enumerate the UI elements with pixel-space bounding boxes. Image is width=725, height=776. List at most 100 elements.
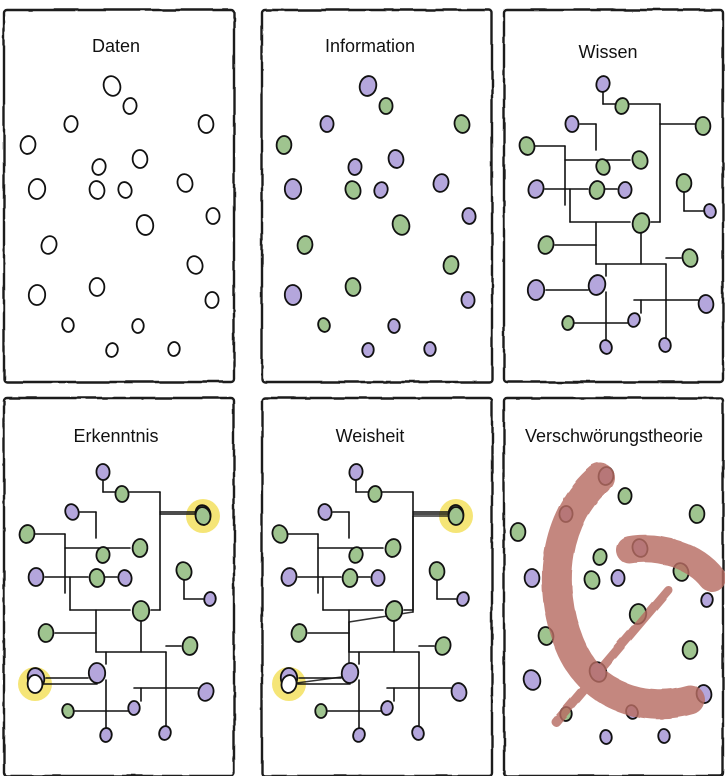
node-circle [352,727,366,743]
node-circle [197,682,215,702]
node-circle [380,700,394,716]
node-circle [688,504,706,524]
node-circle [595,158,611,176]
node-circle [64,503,80,521]
node-circle [204,291,220,309]
node-circle [599,729,613,745]
node-circle [657,728,671,744]
node-circle [317,317,331,333]
node-circle [167,341,181,357]
panel-erkenntnis: Erkenntnis [2,396,236,776]
data-points [275,75,477,358]
node-circle [102,75,122,97]
node-circle [197,114,215,134]
node-circle [411,725,425,741]
node-circle [348,463,364,481]
node-circle [627,312,641,328]
node-circle [631,212,651,234]
node-circle [175,561,193,581]
node-circle [460,291,476,309]
node-circle [205,207,221,225]
node-circle [391,214,411,236]
insight-network [18,463,220,743]
node-circle [522,669,542,691]
node-circle [314,703,328,719]
node-circle [61,703,75,719]
panel-verschwoerung: Verschwörungstheorie [502,396,725,776]
node-circle [592,548,608,566]
panel-title: Information [325,36,415,56]
node-circle [91,158,107,176]
node-circle [135,214,155,236]
node-circle [509,522,527,542]
node-circle [347,158,363,176]
node-circle [341,568,359,588]
node-circle [694,116,712,136]
node-circle [367,485,383,503]
panel-frame [502,8,725,384]
node-circle [595,75,611,93]
node-circle [131,538,149,558]
panel-title: Verschwörungstheorie [525,426,703,446]
node-circle [88,568,106,588]
node-circle [428,561,446,581]
node-circle [588,180,606,200]
node-circle [432,173,450,193]
node-circle [290,623,308,643]
node-circle [19,135,37,155]
node-circle [176,173,194,193]
sickle-hammer-icon [541,463,725,727]
node-circle [283,178,303,200]
node-circle [387,149,405,169]
panel-daten: Daten [2,8,236,384]
node-circle [344,277,362,297]
panel-title: Wissen [578,42,637,62]
node-circle [564,115,580,133]
node-circle [95,546,111,564]
node-circle [27,178,47,200]
node-circle [373,181,389,199]
node-circle [275,135,293,155]
node-circle [27,567,45,587]
node-circle [461,207,477,225]
node-circle [88,180,106,200]
node-circle [26,674,44,694]
node-circle [37,623,55,643]
node-circle [361,342,375,358]
wisdom-network [271,463,473,743]
node-circle [697,294,715,314]
node-circle [317,503,333,521]
node-circle [296,235,314,255]
data-points [19,75,221,358]
node-circle [319,115,335,133]
node-circle [105,342,119,358]
node-circle [518,136,536,156]
node-circle [348,546,364,564]
node-circle [610,569,626,587]
node-circle [599,339,613,355]
panel-title: Erkenntnis [73,426,158,446]
node-circle [117,569,133,587]
node-circle [131,149,149,169]
panel-title: Daten [92,36,140,56]
node-circle [340,662,360,684]
node-circle [658,337,672,353]
node-circle [423,341,437,357]
node-circle [700,592,714,608]
panel-frame [260,396,494,776]
node-circle [703,203,717,219]
panel-frame [2,396,236,776]
node-circle [117,181,133,199]
node-circle [88,277,106,297]
node-circle [384,600,404,622]
node-circle [583,570,601,590]
node-circle [631,150,649,170]
node-circle [442,255,460,275]
node-circle [283,284,303,306]
node-circle [456,591,470,607]
node-circle [681,640,699,660]
node-circle [63,115,79,133]
node-circle [344,180,362,200]
node-circle [453,114,471,134]
